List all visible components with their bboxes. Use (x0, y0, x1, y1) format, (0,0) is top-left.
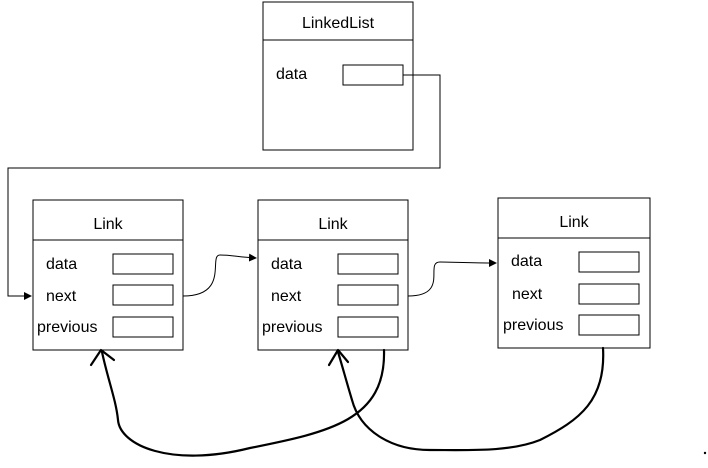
previous-pointer-arrow-1 (89, 348, 386, 457)
link-3-title: Link (559, 214, 589, 231)
link-1-next-label: next (46, 288, 77, 305)
link-1-next-slot (112, 284, 174, 306)
link-3-previous-label: previous (503, 317, 563, 334)
link-1-title: Link (93, 216, 123, 233)
head-pointer-arrow (7, 74, 441, 300)
link-2-previous-slot (337, 316, 399, 338)
stray-dot (703, 451, 707, 455)
link-2-data-label: data (271, 256, 302, 273)
linkedlist-box: LinkedList data (262, 1, 414, 151)
link-3-data-slot (578, 251, 640, 273)
link-box-1: Link data next previous (32, 199, 184, 351)
linkedlist-data-label: data (276, 66, 307, 83)
link-2-next-slot (337, 284, 399, 306)
link-2-previous-label: previous (262, 319, 322, 336)
link-3-next-slot (578, 283, 640, 305)
link-3-data-label: data (511, 253, 542, 270)
linkedlist-title: LinkedList (302, 15, 375, 32)
link-1-data-label: data (46, 256, 77, 273)
linkedlist-data-slot (342, 64, 404, 86)
link-1-previous-label: previous (37, 319, 97, 336)
link-1-data-slot (112, 253, 174, 275)
link-2-data-slot (337, 253, 399, 275)
link-box-3: Link data next previous (497, 197, 651, 349)
link-2-title: Link (318, 216, 348, 233)
link-box-2: Link data next previous (257, 199, 409, 351)
link-1-previous-slot (112, 316, 174, 338)
previous-pointer-arrow-2 (327, 346, 605, 452)
next-pointer-arrow-2 (407, 258, 497, 297)
link-3-previous-slot (578, 314, 640, 336)
next-pointer-arrow-1 (182, 253, 257, 297)
link-3-next-label: next (512, 286, 543, 303)
link-2-next-label: next (271, 288, 302, 305)
